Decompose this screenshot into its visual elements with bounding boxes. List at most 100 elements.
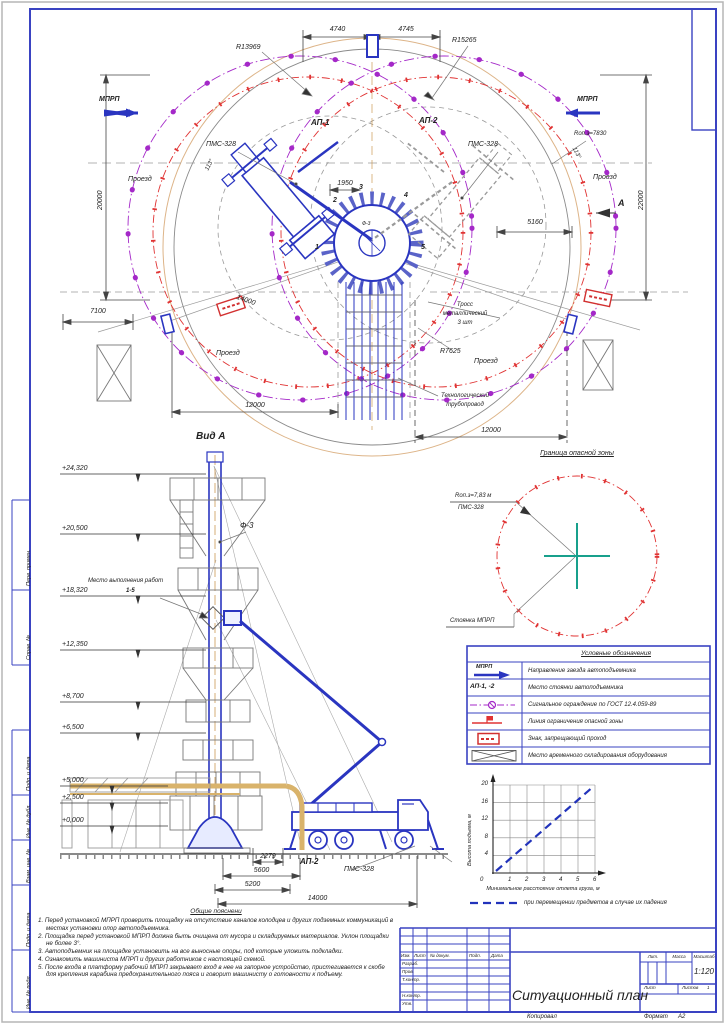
dim-r13969: R13969 xyxy=(236,44,261,51)
drawing-title: Ситуационный план xyxy=(512,987,649,1003)
side-view-title: Вид А xyxy=(196,431,226,442)
plan-point-4: 4 xyxy=(404,192,408,199)
tb-row-utv: Утв. xyxy=(402,1001,413,1006)
truck-side xyxy=(284,799,444,850)
dim-4745: 4745 xyxy=(398,26,414,33)
title-block-lines xyxy=(399,927,716,1012)
legend-sym-ap: АП-1, -2 xyxy=(470,683,495,690)
legend-sym-mprp: МПРП xyxy=(476,664,493,670)
frame-field-inv-podl: Инв. № подл. xyxy=(26,974,32,1009)
tb-row-prov: Пров. xyxy=(402,969,414,974)
plan-leaders xyxy=(237,45,587,397)
dim-4740: 4740 xyxy=(329,26,346,33)
tb-lit-label: Лит. xyxy=(647,954,659,959)
ytick-4: 4 xyxy=(484,851,488,857)
tb-row-razrab: Разраб. xyxy=(402,961,419,966)
label-proezd-right: Проезд xyxy=(593,174,617,181)
note-1: 1. Перед установкой МПРП проверить площа… xyxy=(38,917,394,932)
frame-field-vzam-inv: Взам. инв. № xyxy=(26,848,32,883)
label-tross-2: металлический xyxy=(442,311,488,317)
tb-col-dokum: № докум. xyxy=(430,953,450,958)
tower-plan xyxy=(320,191,424,295)
plan-markers xyxy=(96,34,616,402)
signal-fence xyxy=(125,53,619,403)
notes-title: Общие пояснени xyxy=(190,908,242,915)
legend-row-3: Сигнальное ограждение по ГОСТ 12.4.059-8… xyxy=(528,702,657,708)
tb-row-tkontr: Т.контр. xyxy=(402,977,421,982)
label-pms-left: ПМС-328 xyxy=(206,141,236,148)
tb-col-izm: Изм. xyxy=(401,953,411,958)
tb-massa-label: Масса xyxy=(672,954,686,959)
danger-zone-title: Граница опасной зоны xyxy=(540,450,614,457)
copied-label: Копировал xyxy=(527,1014,557,1020)
chart-xlabel: Минимальное расстояние отлета груза, м xyxy=(486,886,600,892)
frame-field-podp-data-1: Подп. и дата xyxy=(26,756,32,791)
label-tross-3: 3 шт xyxy=(457,320,473,326)
inner-frame xyxy=(29,8,717,1013)
note-5: 5. После входа в платформу рабочий МПРП … xyxy=(38,963,385,979)
dim-5200: 5200 xyxy=(244,881,261,888)
corner-stamp-box xyxy=(691,8,717,131)
dim-22000: 22000 xyxy=(638,190,645,210)
dim-2279: 2279 xyxy=(260,853,276,860)
tb-scale-label: Масштаб xyxy=(693,954,715,959)
pipe-rack-plan xyxy=(337,282,411,420)
tb-sheets-value: 1 xyxy=(707,985,710,990)
label-view-a: А xyxy=(618,198,625,208)
label-mprp-right: МПРП xyxy=(577,96,598,103)
dim-14000-side: 14000 xyxy=(307,895,328,902)
elev-18320: +18,320 xyxy=(62,587,88,594)
elev-0000: +0,000 xyxy=(62,817,84,824)
legend-row-5: Знак, запрещающий проход xyxy=(528,736,607,742)
elev-2500: +2,500 xyxy=(62,794,84,801)
label-ap1: АП-1 xyxy=(311,118,330,127)
label-f3-side: Ф-3 xyxy=(240,521,254,530)
xtick-0: 0 xyxy=(480,877,484,883)
dim-12000-right: 12000 xyxy=(481,427,501,434)
dim-5600: 5600 xyxy=(253,867,270,874)
elev-24320: +24,320 xyxy=(62,465,88,472)
note-4: 4. Ознакомить машиниста МПРП и других ра… xyxy=(38,955,266,963)
tb-row-nkontr: Н.контр. xyxy=(402,993,422,998)
elev-8700: +8,700 xyxy=(62,693,84,700)
side-view xyxy=(60,451,453,908)
frame-fields xyxy=(11,499,30,1013)
ytick-12: 12 xyxy=(481,816,488,822)
frame-field-sprav: Справ. № xyxy=(26,635,32,660)
label-f3-plan: Ф-3 xyxy=(362,221,371,227)
dim-5160: 5160 xyxy=(527,219,543,226)
legend-symbols xyxy=(470,671,517,762)
dim-12000-left: 12000 xyxy=(245,402,265,409)
label-work-place: Место выполнения работ xyxy=(88,578,164,584)
legend-row-4: Линия ограничения опасной зоны xyxy=(528,719,623,725)
label-proezd-left: Проезд xyxy=(128,176,152,183)
elev-20500: +20,500 xyxy=(62,525,88,532)
dim-20000: 20000 xyxy=(97,190,104,210)
tb-col-list: Лист xyxy=(414,953,426,958)
general-notes: Общие пояснени 1. Перед установкой МПРП … xyxy=(38,908,394,979)
danger-zone-radius: Rоп.з=7,83 м xyxy=(455,493,492,499)
chart-ylabel: Высота подъема, м xyxy=(467,814,473,866)
danger-zone-detail xyxy=(446,473,660,639)
note-2: 2. Площадка перед установкой МПРП должна… xyxy=(38,932,389,948)
label-mprp-left: МПРП xyxy=(99,96,120,103)
ytick-16: 16 xyxy=(481,799,488,805)
danger-zone-parking: Стоянка МПРП xyxy=(450,618,495,624)
dim-r7625: R7625 xyxy=(440,348,461,355)
chart-legend-label: при перемещении предметов в случае их па… xyxy=(524,900,667,906)
chart-series-line xyxy=(495,785,595,872)
dim-r15265: R15265 xyxy=(452,37,477,44)
label-proezd-bl: Проезд xyxy=(216,350,240,357)
label-proezd-br: Проезд xyxy=(474,358,498,365)
plan-point-3: 3 xyxy=(359,184,363,191)
label-pms-right: ПМС-328 xyxy=(468,141,498,148)
ytick-20: 20 xyxy=(481,781,488,787)
xtick-2: 2 xyxy=(525,877,529,883)
legend-table xyxy=(466,645,711,765)
dim-ropz: Rоп.з=7830 xyxy=(574,131,607,137)
crane-ap2-plan xyxy=(371,141,515,260)
frame-field-inv-dubl: Инв. № дубл. xyxy=(26,804,32,838)
